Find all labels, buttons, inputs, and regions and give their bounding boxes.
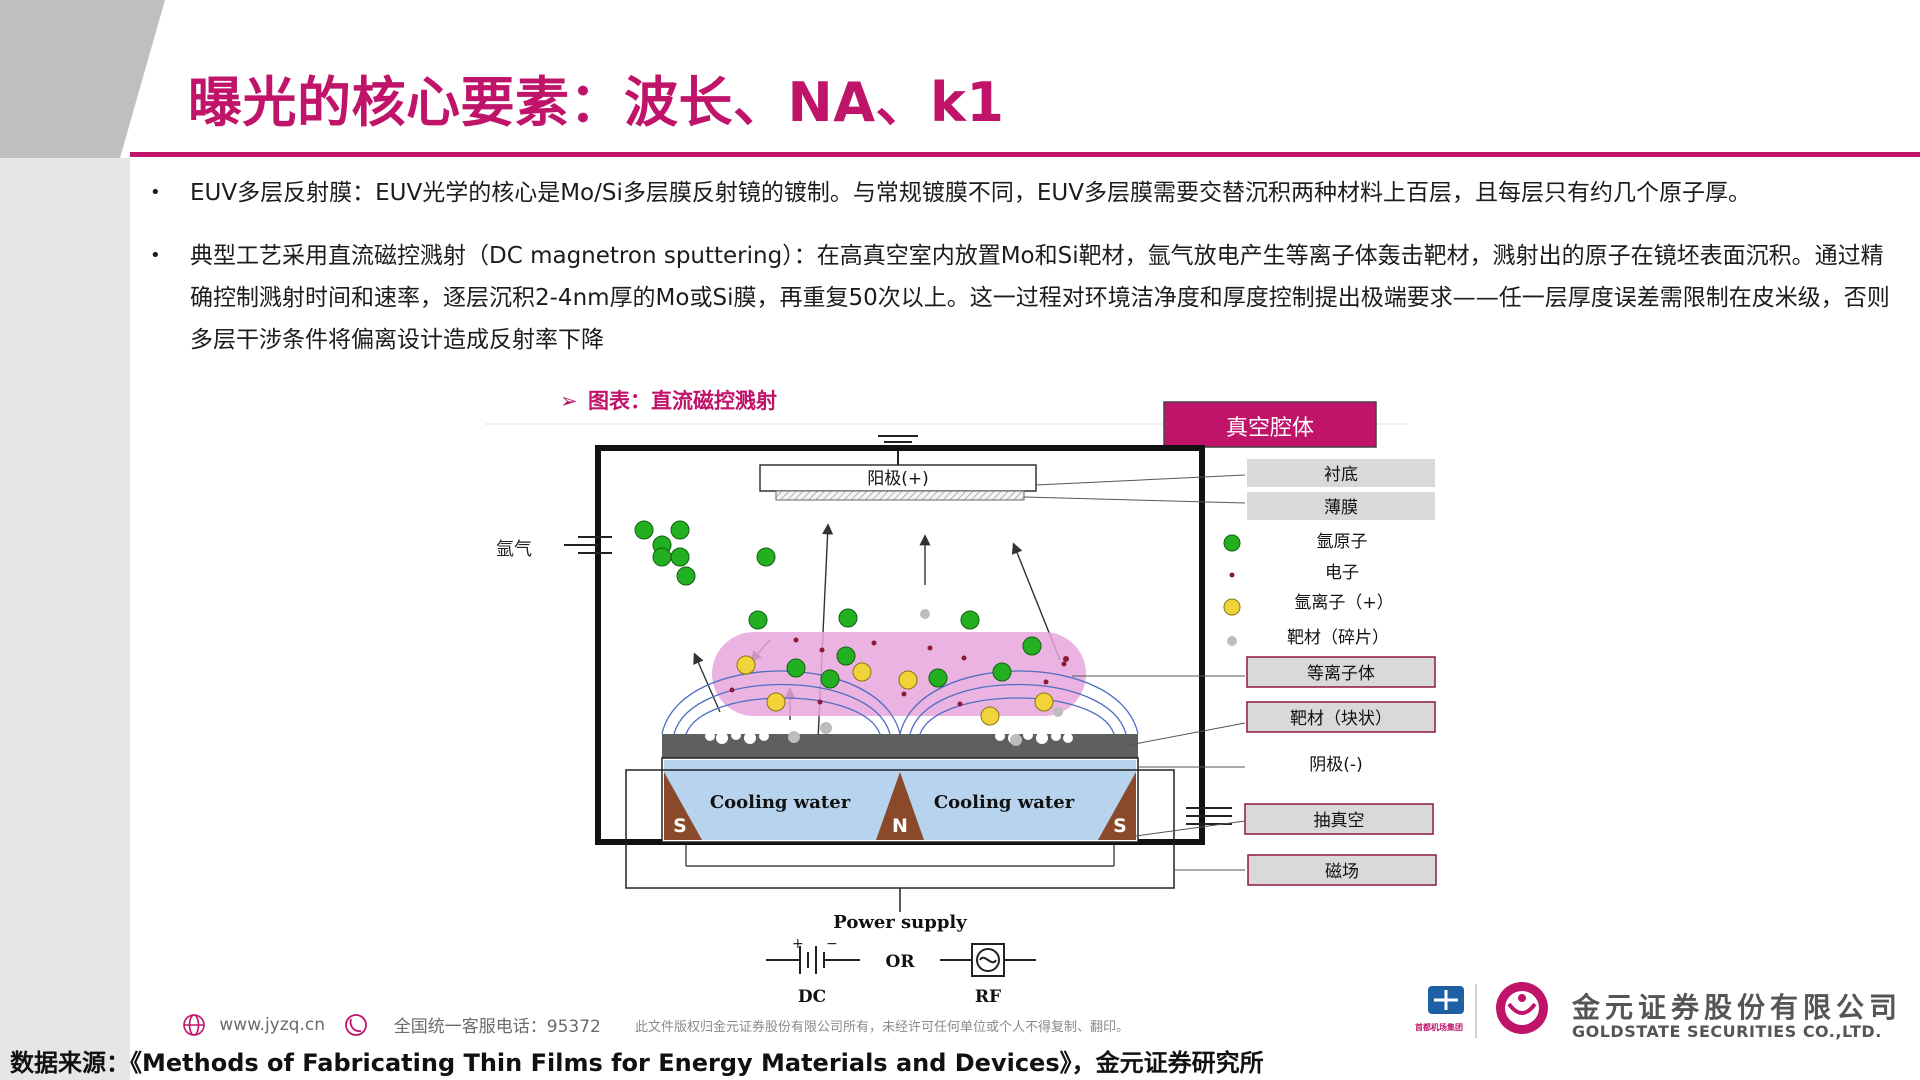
data-source-note: 数据来源：《Methods of Fabricating Thin Films … [10, 1049, 1264, 1077]
legend-argon-ion-dot [1223, 598, 1241, 616]
footer-website[interactable]: www.jyzq.cn [219, 1014, 325, 1035]
legend-leader-lines [1023, 474, 1246, 871]
page-title: 曝光的核心要素：波长、NA、k1 [188, 71, 1005, 134]
legend-substrate: 衬底 [1324, 465, 1358, 485]
legend-film: 薄膜 [1324, 498, 1358, 518]
magnet-s-right [1098, 772, 1136, 840]
bullet-text: 典型工艺采用直流磁控溅射（DC magnetron sputtering）：在高… [190, 243, 1890, 353]
legend-magnetic-field: 磁场 [1325, 862, 1359, 882]
figure-caption: 图表：直流磁控溅射 [588, 389, 777, 413]
magnet-n [876, 772, 924, 840]
cooling-water-left-label: Cooling water [710, 792, 851, 813]
magnet-s-left-label: S [673, 815, 687, 837]
cooling-water-right-label: Cooling water [934, 792, 1075, 813]
power-supply-label: Power supply [833, 912, 967, 933]
legend-plasma-box [1246, 656, 1436, 688]
legend-vacuum-pump: 抽真空 [1314, 811, 1365, 831]
bullet-glyph: • [150, 182, 161, 203]
legend: 衬底 薄膜 氩原子 电子 氩离子（+） 靶材（碎片） 等离子体 靶材（块状） 阴… [1223, 459, 1437, 886]
battery-minus: − [826, 936, 838, 952]
anode-label: 阳极(+) [867, 469, 929, 489]
battery-plus: + [792, 936, 804, 952]
legend-target-fragment: 靶材（碎片） [1287, 628, 1389, 648]
company-name-cn: 金元证券股份有限公司 [1572, 991, 1903, 1024]
globe-icon [183, 1014, 205, 1036]
company-name-en: GOLDSTATE SECURITIES CO.,LTD. [1572, 1022, 1882, 1041]
title-divider [130, 152, 1920, 157]
argon-inlet-label: 氩气 [496, 539, 532, 560]
chamber-label-box [1163, 401, 1377, 448]
magnetic-field-lines [661, 670, 1139, 735]
legend-magnetic-field-box [1247, 854, 1437, 886]
legend-electron-dot [1229, 572, 1235, 578]
chamber-label: 真空腔体 [1226, 416, 1314, 441]
legend-argon-atom: 氩原子 [1317, 532, 1368, 552]
legend-plasma: 等离子体 [1307, 664, 1375, 684]
legend-film-box [1247, 492, 1435, 520]
magnet-s-right-label: S [1113, 815, 1127, 837]
dc-label: DC [798, 987, 826, 1007]
legend-fragment-dot [1227, 636, 1237, 646]
target-fragments [788, 609, 1063, 746]
magnet-n-label: N [892, 815, 908, 837]
footer-hotline: 全国统一客服电话：95372 [393, 1017, 601, 1037]
legend-cathode: 阴极(-) [1309, 755, 1362, 775]
battery-icon [766, 946, 860, 974]
bullet-item: • EUV多层反射膜：EUV光学的核心是Mo/Si多层膜反射镜的镀制。与常规镀膜… [150, 172, 1890, 214]
anode [759, 464, 1037, 492]
rf-label: RF [975, 987, 1001, 1007]
plasma-region [712, 632, 1086, 716]
phone-icon [345, 1014, 367, 1036]
airport-group-label: 首都机场集团 [1415, 1023, 1463, 1032]
legend-argon-ion: 氩离子（+） [1294, 593, 1393, 613]
legend-argon-atom-dot [1223, 534, 1241, 552]
caption-marker: ➢ [560, 389, 578, 413]
argon-inlet [564, 536, 612, 554]
legend-target-bulk-box [1246, 701, 1436, 733]
legend-substrate-box [1247, 459, 1435, 487]
goldstate-logo-icon [1496, 982, 1548, 1034]
legend-target-bulk: 靶材（块状） [1290, 709, 1392, 729]
magnet-s-left [664, 772, 702, 840]
bullet-item: • 典型工艺采用直流磁控溅射（DC magnetron sputtering）：… [150, 235, 1890, 361]
electrons [729, 637, 1069, 707]
argon-atoms [634, 520, 1042, 689]
airport-group-logo [1428, 986, 1464, 1014]
bullet-glyph: • [150, 245, 161, 266]
footer-contacts: www.jyzq.cn 全国统一客服电话：95372 [180, 1012, 601, 1038]
legend-electron: 电子 [1325, 563, 1359, 583]
legend-vacuum-pump-box [1244, 803, 1434, 835]
rf-source-icon [940, 943, 1036, 977]
substrate-film [775, 490, 1025, 501]
argon-ions [736, 655, 1054, 726]
footer-copyright: 此文件版权归金元证券股份有限公司所有，未经许可任何单位或个人不得复制、翻印。 [635, 1020, 1130, 1035]
or-label: OR [886, 952, 916, 972]
bullet-text: EUV多层反射膜：EUV光学的核心是Mo/Si多层膜反射镜的镀制。与常规镀膜不同… [190, 180, 1751, 206]
vacuum-outlet [1186, 807, 1232, 825]
